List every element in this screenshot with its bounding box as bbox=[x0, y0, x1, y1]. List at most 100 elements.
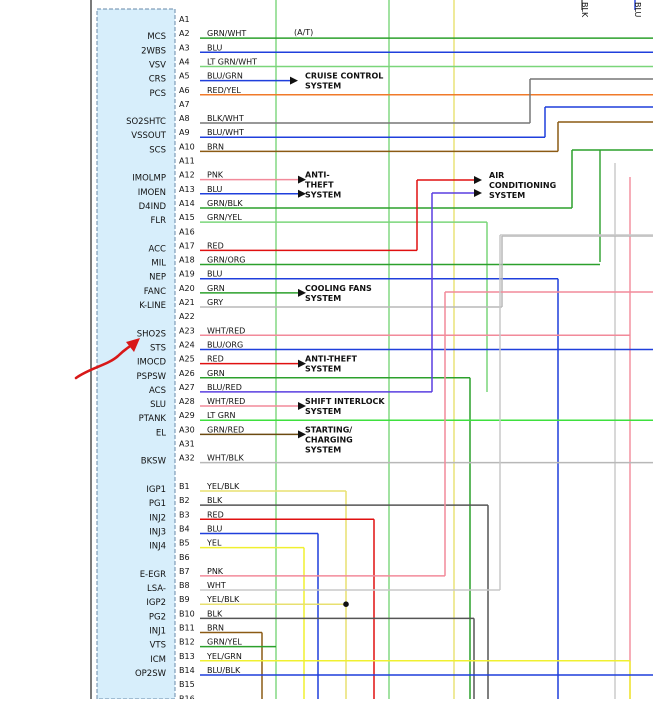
wire-color-label: GRN/ORG bbox=[207, 256, 246, 265]
wire-color-label: YEL bbox=[206, 539, 222, 548]
pin-number: A11 bbox=[179, 157, 195, 166]
pin-number: A17 bbox=[179, 241, 195, 250]
wire-color-label: BLU bbox=[207, 43, 223, 52]
arrow-head bbox=[298, 189, 306, 198]
destination-text: SYSTEM bbox=[305, 445, 341, 454]
pin-number: A25 bbox=[179, 355, 195, 364]
signal-name: IMOEN bbox=[138, 188, 166, 198]
wire-color-label: BLU/GRN bbox=[207, 72, 243, 81]
wire-color-label: GRN bbox=[207, 369, 225, 378]
wire-color-label: GRN/YEL bbox=[207, 638, 242, 647]
destination-text: CRUISE CONTROL bbox=[305, 72, 383, 81]
wire-color-label: BRN bbox=[207, 142, 224, 151]
destination-text: CONDITIONING bbox=[489, 181, 556, 190]
signal-name: 2WBS bbox=[141, 46, 166, 56]
top-note: (A/T) bbox=[294, 28, 313, 37]
signal-name: LSA- bbox=[147, 584, 166, 594]
signal-name: ICM bbox=[150, 655, 166, 665]
destination-text: COOLING FANS bbox=[305, 284, 372, 293]
wire-color-label: GRY bbox=[207, 298, 223, 307]
wire-color-label: GRN/RED bbox=[207, 425, 244, 434]
destination-labels: CRUISE CONTROLSYSTEMANTI-THEFTSYSTEMAIRC… bbox=[305, 72, 556, 455]
wire-color-label: BLU/RED bbox=[207, 383, 242, 392]
destination-text: STARTING/ bbox=[305, 425, 352, 434]
signal-name: D4IND bbox=[139, 202, 167, 212]
pin-number: A9 bbox=[179, 128, 190, 137]
pin-number: B7 bbox=[179, 567, 190, 576]
pin-number: A22 bbox=[179, 312, 195, 321]
destination-text: CHARGING bbox=[305, 435, 353, 444]
pin-number: A27 bbox=[179, 383, 195, 392]
wire-color-label: BLU bbox=[207, 270, 223, 279]
pin-number: A14 bbox=[179, 199, 195, 208]
destination-text: AIR bbox=[489, 171, 504, 180]
junction-dot bbox=[343, 601, 349, 607]
wire-color-label: BLK/WHT bbox=[207, 114, 244, 123]
pin-number: B9 bbox=[179, 595, 190, 604]
pin-number: B6 bbox=[179, 553, 190, 562]
arrow-head bbox=[474, 189, 482, 197]
signal-name: INJ2 bbox=[149, 513, 166, 523]
wire-color-label: RED bbox=[207, 510, 224, 519]
signal-name: INJ3 bbox=[149, 527, 166, 537]
signal-name: INJ4 bbox=[149, 542, 166, 552]
signal-name: SO2SHTC bbox=[126, 117, 166, 127]
wire-color-label: GRN/BLK bbox=[207, 199, 243, 208]
signal-name: NEP bbox=[149, 273, 166, 283]
signal-name: IMOLMP bbox=[132, 174, 166, 184]
pin-number: A18 bbox=[179, 256, 195, 265]
signal-name: OP2SW bbox=[135, 669, 167, 679]
signal-name: MCS bbox=[147, 32, 166, 42]
pin-number: A32 bbox=[179, 454, 195, 463]
annotation-head bbox=[126, 338, 140, 352]
signal-name: SCS bbox=[149, 145, 166, 155]
pin-number: A24 bbox=[179, 340, 195, 349]
pin-number: A26 bbox=[179, 369, 195, 378]
wire-color-label: BLU/ORG bbox=[207, 340, 243, 349]
arrow-head bbox=[298, 175, 306, 184]
pin-number: A1 bbox=[179, 15, 190, 24]
destination-text: SYSTEM bbox=[305, 365, 341, 374]
destination-text: SYSTEM bbox=[305, 294, 341, 303]
wire-color-label: WHT/RED bbox=[207, 326, 245, 335]
wire-color-label: BLU bbox=[207, 185, 223, 194]
pin-number: B3 bbox=[179, 510, 190, 519]
wire-color-label: BLK bbox=[207, 496, 223, 505]
arrow-head bbox=[298, 430, 306, 439]
signal-name: PTANK bbox=[139, 414, 167, 424]
pin-number: B12 bbox=[179, 638, 195, 647]
wire-color-label: BLU/WHT bbox=[207, 128, 244, 137]
signal-name: SHO2S bbox=[137, 329, 166, 339]
top-right-label-blk: BLK bbox=[580, 2, 589, 18]
pin-number: B1 bbox=[179, 482, 190, 491]
signal-name: MIL bbox=[151, 259, 166, 269]
pin-number: B13 bbox=[179, 652, 195, 661]
pin-number: B5 bbox=[179, 539, 190, 548]
signal-name: CRS bbox=[149, 75, 166, 85]
signal-name: FLR bbox=[150, 216, 166, 226]
pin-number: B8 bbox=[179, 581, 190, 590]
pin-number: A21 bbox=[179, 298, 195, 307]
signal-name: BKSW bbox=[141, 457, 167, 467]
signal-name: IMOCD bbox=[137, 358, 166, 368]
wire-color-label: BLU bbox=[207, 524, 223, 533]
signal-name: PG2 bbox=[149, 612, 166, 622]
pin-number: A16 bbox=[179, 227, 195, 236]
signal-name: PCS bbox=[150, 89, 166, 99]
signal-name: VSV bbox=[149, 60, 166, 70]
wire-color-label: PNK bbox=[207, 567, 224, 576]
pin-number: A20 bbox=[179, 284, 195, 293]
wire-color-label: WHT bbox=[207, 581, 226, 590]
horizontal-wires bbox=[200, 37, 653, 699]
pin-number: B4 bbox=[179, 524, 190, 533]
wire-color-label: LT GRN/WHT bbox=[207, 57, 257, 66]
wire-color-label: WHT/BLK bbox=[207, 454, 244, 463]
pin-number: A6 bbox=[179, 86, 190, 95]
pin-number: A29 bbox=[179, 411, 195, 420]
pin-number: A23 bbox=[179, 326, 195, 335]
arrow-head bbox=[298, 402, 306, 411]
wire-color-label: YEL/GRN bbox=[206, 652, 242, 661]
pin-number: A12 bbox=[179, 171, 195, 180]
ecm-connector-box bbox=[96, 8, 176, 700]
